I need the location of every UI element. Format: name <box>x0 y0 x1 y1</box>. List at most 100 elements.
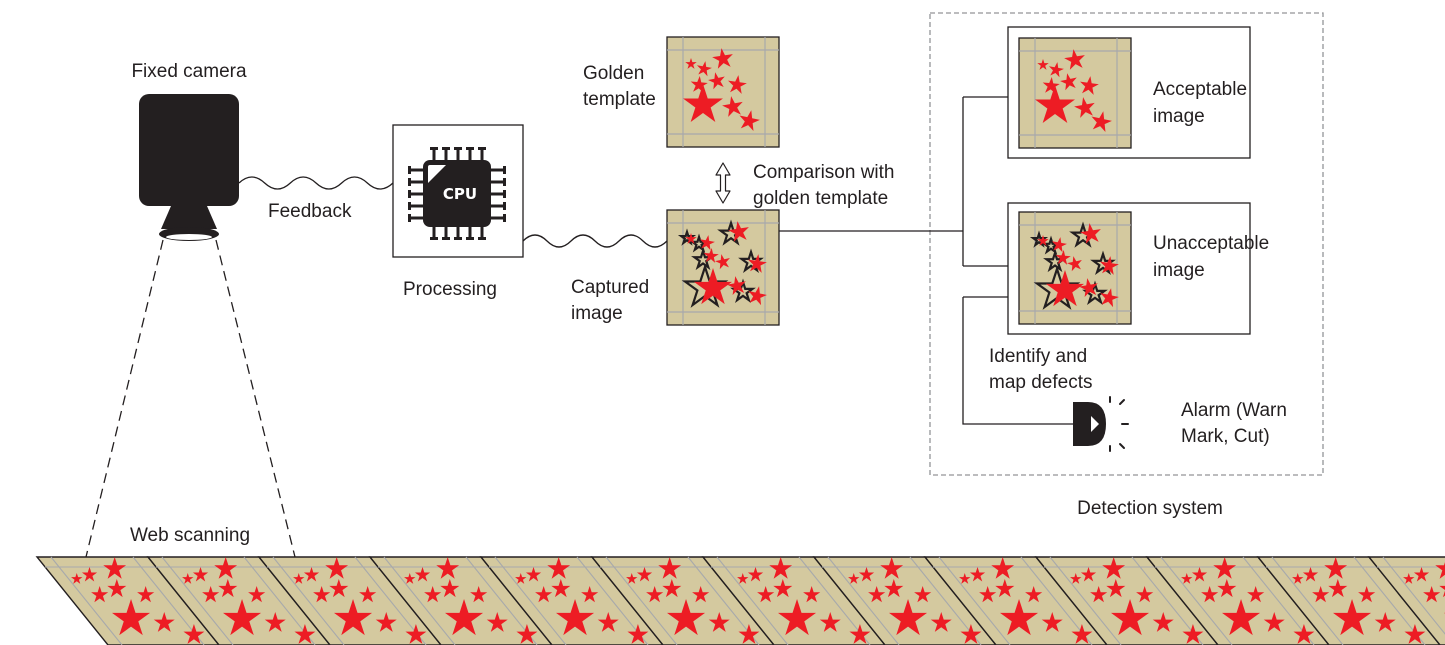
cpu-pin <box>430 147 438 150</box>
cpu-pin <box>454 237 462 240</box>
acceptable-image-label-line2: image <box>1153 106 1205 127</box>
cpu-chip-icon: CPU <box>408 147 506 240</box>
cpu-pin <box>468 227 472 239</box>
web-belt <box>35 556 1445 645</box>
cpu-pin <box>456 227 460 239</box>
golden-template-label-line2: template <box>583 89 656 110</box>
cpu-pin <box>411 216 423 220</box>
cpu-pin <box>442 147 450 150</box>
web-tile-grid-line <box>827 556 900 645</box>
cpu-pin <box>491 168 503 172</box>
web-tile-panel <box>923 556 1108 645</box>
golden-template-panel <box>666 36 780 148</box>
cpu-pin <box>491 180 503 184</box>
web-tile-grid-line <box>50 556 123 645</box>
comparison-label-line2: golden template <box>753 188 888 209</box>
acceptable-image-panel <box>1018 37 1132 149</box>
cpu-pin <box>503 202 506 210</box>
cpu-pin <box>411 180 423 184</box>
cpu-pin <box>408 166 411 174</box>
web-tile <box>590 556 775 645</box>
web-tile <box>1256 556 1441 645</box>
feedback-label: Feedback <box>268 201 352 222</box>
cpu-pin <box>456 148 460 160</box>
web-tile-grid-line <box>161 556 234 645</box>
cpu-pin <box>503 190 506 198</box>
cpu-pin <box>478 147 486 150</box>
web-tile-panel <box>1145 556 1330 645</box>
web-tile-grid-line <box>1160 556 1233 645</box>
web-tile <box>1145 556 1330 645</box>
web-tile-grid-line <box>1271 556 1344 645</box>
cpu-pin <box>480 227 484 239</box>
cpu-to-captured-cable <box>522 234 668 248</box>
alarm-label-line2: Mark, Cut) <box>1181 426 1270 447</box>
web-tile-panel <box>146 556 331 645</box>
identify-defects-label-line2: map defects <box>989 372 1093 393</box>
golden-template-label-line1: Golden <box>583 63 644 84</box>
cpu-pin <box>491 192 503 196</box>
alarm-label-line1: Alarm (Warn <box>1181 400 1287 421</box>
cpu-pin <box>408 190 411 198</box>
unacceptable-image-label-line1: Unacceptable <box>1153 233 1269 254</box>
unacceptable-image-panel <box>1018 211 1132 325</box>
web-tile <box>257 556 442 645</box>
cpu-pin <box>430 237 438 240</box>
cpu-pin <box>432 148 436 160</box>
cpu-pin <box>468 148 472 160</box>
cpu-pin <box>503 166 506 174</box>
cpu-pin <box>411 168 423 172</box>
cpu-pin <box>411 204 423 208</box>
cpu-pin <box>408 214 411 222</box>
detection-system-label: Detection system <box>1077 498 1223 519</box>
web-tile-panel <box>257 556 442 645</box>
web-tile-panel <box>812 556 997 645</box>
web-tile <box>923 556 1108 645</box>
web-tile-grid-line <box>272 556 345 645</box>
alarm-light-icon <box>1073 396 1129 452</box>
unacceptable-image-label-line2: image <box>1153 260 1205 281</box>
web-tile <box>812 556 997 645</box>
fixed-camera-label: Fixed camera <box>131 61 247 82</box>
cpu-pin <box>478 237 486 240</box>
cpu-pin <box>408 178 411 186</box>
web-tile <box>146 556 331 645</box>
double-arrow-icon <box>715 162 731 204</box>
camera-view-cone <box>85 239 296 558</box>
cpu-pin <box>432 227 436 239</box>
web-tile-panel <box>1034 556 1219 645</box>
comparison-label-line1: Comparison with <box>753 162 895 183</box>
web-tile-panel <box>1367 556 1445 645</box>
web-tile-panel <box>368 556 553 645</box>
cpu-pin <box>411 192 423 196</box>
captured-image-label-line1: Captured <box>571 277 649 298</box>
web-tile-grid-line <box>605 556 678 645</box>
cpu-pin <box>466 147 474 150</box>
web-tile <box>701 556 886 645</box>
web-tile-grid-line <box>383 556 456 645</box>
web-tile-grid-line <box>716 556 789 645</box>
acceptable-image-label-line1: Acceptable <box>1153 79 1247 100</box>
web-tile <box>368 556 553 645</box>
captured-image-panel <box>666 209 780 326</box>
web-tile <box>479 556 664 645</box>
web-tile <box>35 556 220 645</box>
processing-label: Processing <box>403 279 497 300</box>
camera-icon <box>139 94 239 241</box>
web-tile-grid-line <box>1382 556 1445 635</box>
captured-image-label-line2: image <box>571 303 623 324</box>
web-tile-panel <box>590 556 775 645</box>
cpu-pin <box>408 202 411 210</box>
web-scanning-label: Web scanning <box>130 525 250 546</box>
camera-to-cpu-cable <box>238 176 394 190</box>
web-tile <box>1367 556 1445 645</box>
cpu-pin <box>503 178 506 186</box>
web-tile <box>1034 556 1219 645</box>
cpu-pin <box>466 237 474 240</box>
cpu-pin <box>491 216 503 220</box>
cpu-pin <box>503 214 506 222</box>
cpu-label: CPU <box>443 185 477 203</box>
web-tile-grid-line <box>494 556 567 645</box>
web-tile-panel <box>35 556 220 645</box>
